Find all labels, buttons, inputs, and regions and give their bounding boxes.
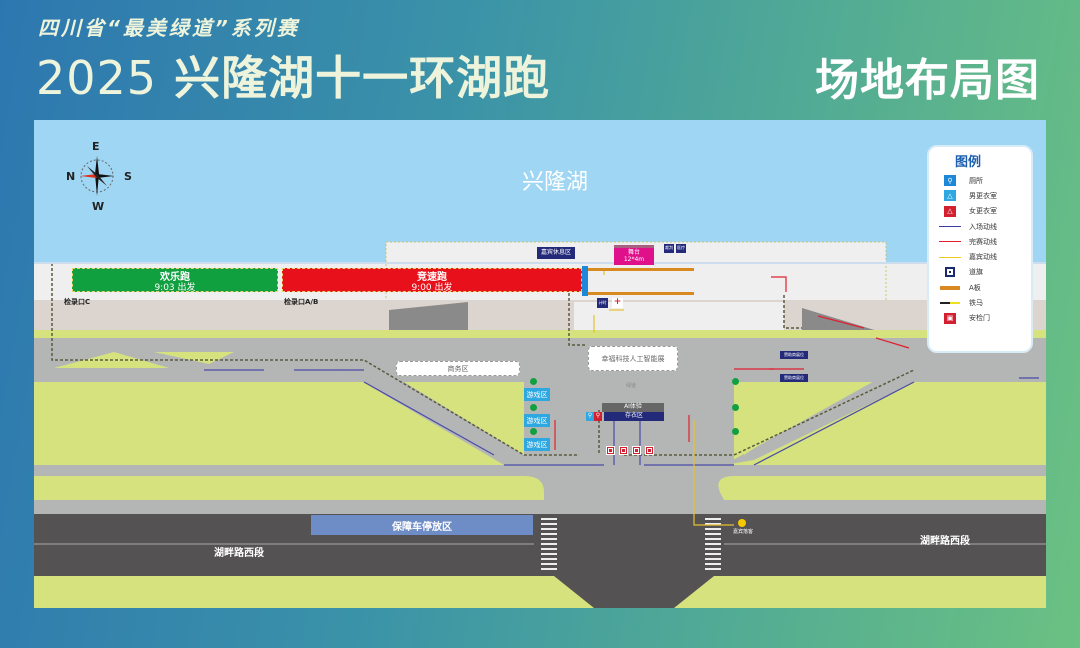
fun-run-name: 欢乐跑: [160, 272, 190, 283]
tree-icon: [732, 404, 739, 411]
grass-left-triangle-2: [154, 352, 234, 364]
tree-icon: [732, 378, 739, 385]
play-zone-1[interactable]: 游戏区: [524, 388, 550, 401]
event-title: 2025 兴隆湖十一环湖跑: [36, 42, 550, 108]
locker-female-icon: ⚲: [594, 412, 602, 421]
female-locker-icon: △: [944, 205, 956, 217]
subtitle: 四川省“最美绿道”系列赛: [38, 16, 300, 40]
sponsor-booth-2: 赞助商展位: [780, 374, 808, 382]
a-board-icon: [940, 285, 960, 290]
ai-exhibit-zone[interactable]: 幸福科技人工智能展: [588, 346, 678, 371]
road-label-right: 湖畔路西段: [920, 536, 970, 547]
barrier-icon: [940, 302, 960, 305]
compass-rose-icon: [80, 156, 114, 196]
grass-center-left: [34, 382, 494, 460]
finish-routes: [554, 276, 910, 450]
tree-icon: [732, 428, 739, 435]
parking-zone[interactable]: 保障车停放区: [311, 515, 533, 535]
legend-title: 图例: [955, 155, 982, 170]
security-gate-icon: [619, 446, 628, 455]
venue-map[interactable]: 兴隆湖 E N S W 欢乐跑 9:03 出发 竞速跑 9:00 出发 检录口C…: [34, 120, 1046, 608]
finish-route-icon: [939, 241, 961, 243]
stage-name: 舞台: [627, 248, 640, 256]
play-zone-3[interactable]: 游戏区: [524, 438, 550, 451]
vip-rest-area[interactable]: 嘉宾休息区: [537, 247, 575, 259]
timing-gate: [582, 266, 588, 296]
checkpoint-c: 检录口C: [64, 298, 91, 306]
legend-item-vip-route: 嘉宾动线: [937, 249, 1023, 264]
compass-south: S: [124, 170, 132, 183]
layout-title: 场地布局图: [815, 55, 1040, 106]
a-board-2: [582, 292, 694, 295]
legend-item-a-board: A板: [937, 280, 1023, 295]
diag-left: [334, 365, 534, 465]
first-aid-icon: +: [612, 297, 623, 308]
security-gate-icon: [632, 446, 641, 455]
road-label-left: 湖畔路西段: [214, 548, 264, 559]
race-run-time: 9:00: [411, 283, 432, 293]
grass-left-bottom: [34, 476, 544, 500]
security-gate-icon: ▣: [944, 312, 956, 324]
toilet-icon: ⚲: [944, 175, 956, 187]
compass-west: W: [92, 200, 105, 213]
entry-route-icon: [939, 226, 961, 228]
sponsor-booth-1: 赞助商展位: [780, 351, 808, 359]
checkpoint-ab: 检录口A/B: [284, 298, 319, 306]
locker-male-icon: ⚲: [586, 412, 594, 421]
grass-right-bottom: [718, 476, 1046, 500]
security-gate-icon: [645, 446, 654, 455]
crosswalk-left: [541, 518, 557, 570]
legend-item-finish-route: 完赛动线: [937, 234, 1023, 249]
legend-item-female-locker: △ 女更衣室: [937, 204, 1023, 219]
play-zone-2[interactable]: 游戏区: [524, 414, 550, 427]
road-branch: [554, 576, 714, 608]
a-board-1: [582, 268, 694, 271]
grass-strip: [34, 330, 1046, 338]
flag-icon: [945, 267, 955, 278]
security-gate-icon: [606, 446, 615, 455]
race-run-action: 出发: [434, 283, 453, 293]
race-run-name: 竞速跑: [417, 272, 447, 283]
legend-item-security-gate: ▣ 安检门: [937, 311, 1023, 326]
ai-experience-tag: AI体验: [602, 403, 664, 412]
vip-drop-dot: [738, 519, 746, 527]
entry-routes: [204, 369, 1039, 466]
compass-east: E: [92, 140, 100, 153]
tree-icon: [530, 428, 537, 435]
male-locker-icon: △: [944, 190, 956, 202]
map-base-drawing: [34, 120, 1046, 608]
diag-right: [724, 370, 939, 465]
legend-item-male-locker: △ 男更衣室: [937, 188, 1023, 203]
event-year: 2025: [36, 51, 158, 105]
legend-item-entry-route: 入场动线: [937, 219, 1023, 234]
walkway-label: 绿道: [626, 383, 637, 389]
fun-run-action: 出发: [177, 283, 196, 293]
race-run-start-area[interactable]: 竞速跑 9:00 出发: [282, 268, 582, 293]
stage[interactable]: 舞台 12*4m: [614, 245, 654, 265]
vip-drop-label: 嘉宾落客: [733, 529, 754, 535]
compass: E N S W: [54, 138, 144, 216]
vip-route-icon: [939, 256, 961, 258]
fun-run-time: 9:03: [154, 283, 175, 293]
medical-tag: 医疗: [676, 244, 686, 253]
referee-tag: 裁判: [664, 244, 674, 253]
compass-north: N: [66, 170, 76, 183]
commercial-zone[interactable]: 商务区: [396, 361, 520, 376]
crosswalk-right: [705, 518, 721, 570]
tree-icon: [530, 404, 537, 411]
legend-item-toilet: ⚲ 厕所: [937, 173, 1023, 188]
timing-tag: 计时: [597, 298, 608, 308]
asphalt-road: [34, 514, 1046, 576]
stage-size: 12*4m: [623, 255, 645, 263]
bag-storage-tag: 存衣区: [604, 412, 664, 421]
legend: 图例 ⚲ 厕所 △ 男更衣室 △ 女更衣室 入场动线 完赛动线 嘉宾动线 道旗: [927, 145, 1033, 353]
event-name: 兴隆湖十一环湖跑: [174, 51, 551, 105]
fun-run-start-area[interactable]: 欢乐跑 9:03 出发: [72, 268, 278, 293]
legend-item-barrier: 铁马: [937, 295, 1023, 310]
legend-item-flag: 道旗: [937, 265, 1023, 280]
grass-center-right: [754, 382, 1046, 460]
tree-icon: [530, 378, 537, 385]
lake-label: 兴隆湖: [522, 170, 589, 195]
grass-mid-left: [404, 382, 524, 455]
